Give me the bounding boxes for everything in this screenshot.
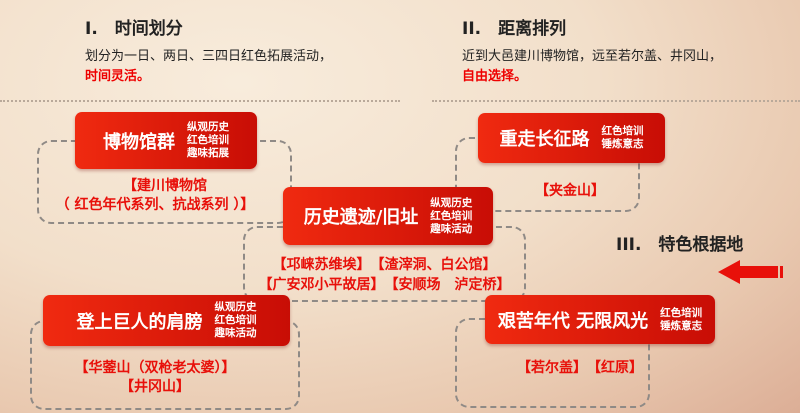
category-title: 重走长征路 [499, 129, 590, 150]
section1-heading: I. 时间划分 [85, 19, 183, 39]
tag: 红色培训 [430, 209, 473, 222]
tag: 锤炼意志 [601, 138, 644, 150]
divider-right [432, 100, 800, 102]
category-history[interactable]: 历史遗迹/旧址 纵观历史红色培训趣味活动 [283, 187, 493, 245]
tag: 趣味活动 [430, 222, 473, 235]
category-museum[interactable]: 博物馆群 纵观历史红色培训趣味拓展 [75, 112, 257, 169]
tag: 锤炼意志 [660, 319, 703, 332]
site-list: 【邛崃苏维埃】 【渣滓洞、白公馆】 [272, 257, 497, 273]
category-title: 登上巨人的肩膀 [76, 311, 203, 333]
category-title: 艰苦年代 无限风光 [497, 310, 649, 332]
category-hardship[interactable]: 艰苦年代 无限风光 红色培训锤炼意志 [485, 295, 715, 344]
site-list: （ 红色年代系列、抗战系列 ）】 [55, 197, 255, 213]
divider-left [0, 100, 400, 102]
site-list: 【广安邓小平故居】 【安顺场 泸定桥】 [258, 277, 511, 293]
site-list: 【建川博物馆 [123, 178, 207, 194]
tag: 趣味拓展 [187, 147, 229, 159]
category-title: 博物馆群 [103, 131, 175, 153]
tag: 红色培训 [660, 306, 703, 319]
section1-highlight: 时间灵活。 [85, 69, 151, 84]
tag: 纵观历史 [430, 196, 473, 209]
site-list: 【夹金山】 [535, 183, 605, 199]
site-list: 【若尔盖】 【红原】 [517, 360, 643, 376]
tag: 红色培训 [601, 125, 644, 137]
section2-text: 近到大邑建川博物馆，远至若尔盖、井冈山， [462, 49, 723, 64]
section1-text: 划分为一日、两日、三四日红色拓展活动， [85, 49, 333, 64]
tag: 红色培训 [214, 314, 257, 326]
tag: 趣味活动 [214, 327, 257, 339]
tag: 纵观历史 [187, 121, 229, 133]
category-longmarch[interactable]: 重走长征路 红色培训锤炼意志 [478, 113, 665, 163]
section3-heading: III. 特色根据地 [616, 235, 744, 255]
arrow-left-icon [718, 260, 783, 284]
category-title: 历史遗迹/旧址 [303, 207, 419, 228]
section2-heading: II. 距离排列 [462, 19, 567, 39]
site-list: 【华蓥山（双枪老太婆）】 [74, 360, 236, 376]
site-list: 【井冈山】 [120, 379, 190, 395]
tag: 红色培训 [187, 134, 229, 146]
category-giant[interactable]: 登上巨人的肩膀 纵观历史红色培训趣味活动 [43, 295, 290, 346]
tag: 纵观历史 [214, 301, 257, 313]
section2-highlight: 自由选择。 [462, 69, 528, 84]
